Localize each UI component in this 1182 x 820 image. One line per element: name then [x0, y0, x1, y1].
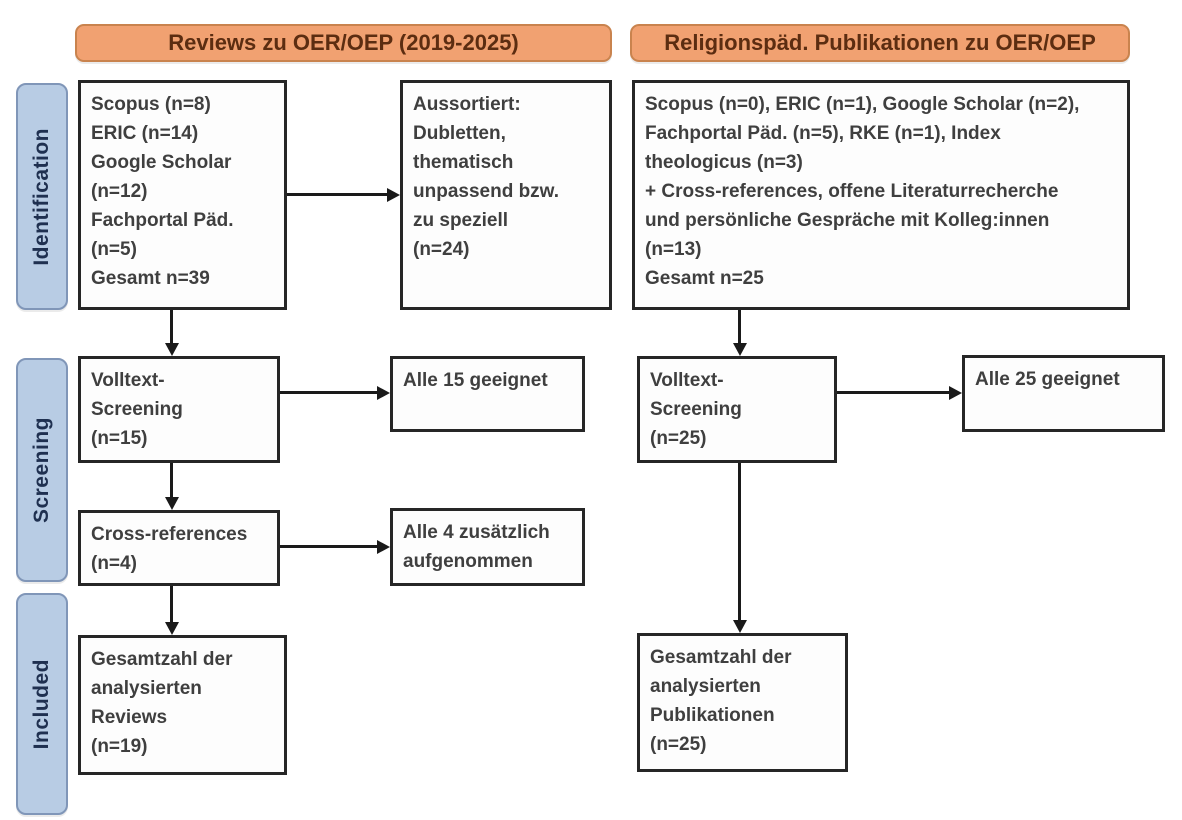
column-header-religionspaed: Religionspäd. Publikationen zu OER/OEP	[630, 24, 1130, 62]
box-left-fulltext-screening: Volltext- Screening (n=15)	[78, 356, 280, 463]
arrow-left-id-to-excluded	[287, 187, 400, 202]
stage-label-screening: Screening	[16, 358, 68, 582]
box-left-fulltext-result: Alle 15 geeignet	[390, 356, 585, 432]
stage-label-identification-text: Identification	[30, 127, 53, 266]
arrow-left-fulltext-to-crossref	[164, 463, 179, 510]
box-right-fulltext-screening: Volltext- Screening (n=25)	[637, 356, 837, 463]
arrow-left-id-to-fulltext	[164, 310, 179, 356]
arrow-right-fulltext-to-included	[732, 463, 747, 633]
box-right-identification: Scopus (n=0), ERIC (n=1), Google Scholar…	[632, 80, 1130, 310]
stage-label-identification: Identification	[16, 83, 68, 310]
column-header-religionspaed-label: Religionspäd. Publikationen zu OER/OEP	[664, 30, 1096, 55]
box-right-included: Gesamtzahl der analysierten Publikatione…	[637, 633, 848, 772]
arrow-right-id-to-fulltext	[732, 310, 747, 356]
column-header-reviews: Reviews zu OER/OEP (2019-2025)	[75, 24, 612, 62]
box-left-crossref-result: Alle 4 zusätzlich aufgenommen	[390, 508, 585, 586]
stage-label-included-text: Included	[30, 658, 53, 750]
stage-label-included: Included	[16, 593, 68, 815]
box-right-fulltext-result: Alle 25 geeignet	[962, 355, 1165, 432]
arrow-left-crossref-to-result	[280, 539, 390, 554]
column-header-reviews-label: Reviews zu OER/OEP (2019-2025)	[168, 30, 519, 55]
arrow-right-fulltext-to-result	[837, 385, 962, 400]
box-left-crossref: Cross-references (n=4)	[78, 510, 280, 586]
box-left-excluded: Aussortiert: Dubletten, thematisch unpas…	[400, 80, 612, 310]
arrow-left-fulltext-to-result	[280, 385, 390, 400]
arrow-left-crossref-to-included	[164, 586, 179, 635]
stage-label-screening-text: Screening	[30, 416, 53, 524]
box-left-identification: Scopus (n=8) ERIC (n=14) Google Scholar …	[78, 80, 287, 310]
box-left-included: Gesamtzahl der analysierten Reviews (n=1…	[78, 635, 287, 775]
